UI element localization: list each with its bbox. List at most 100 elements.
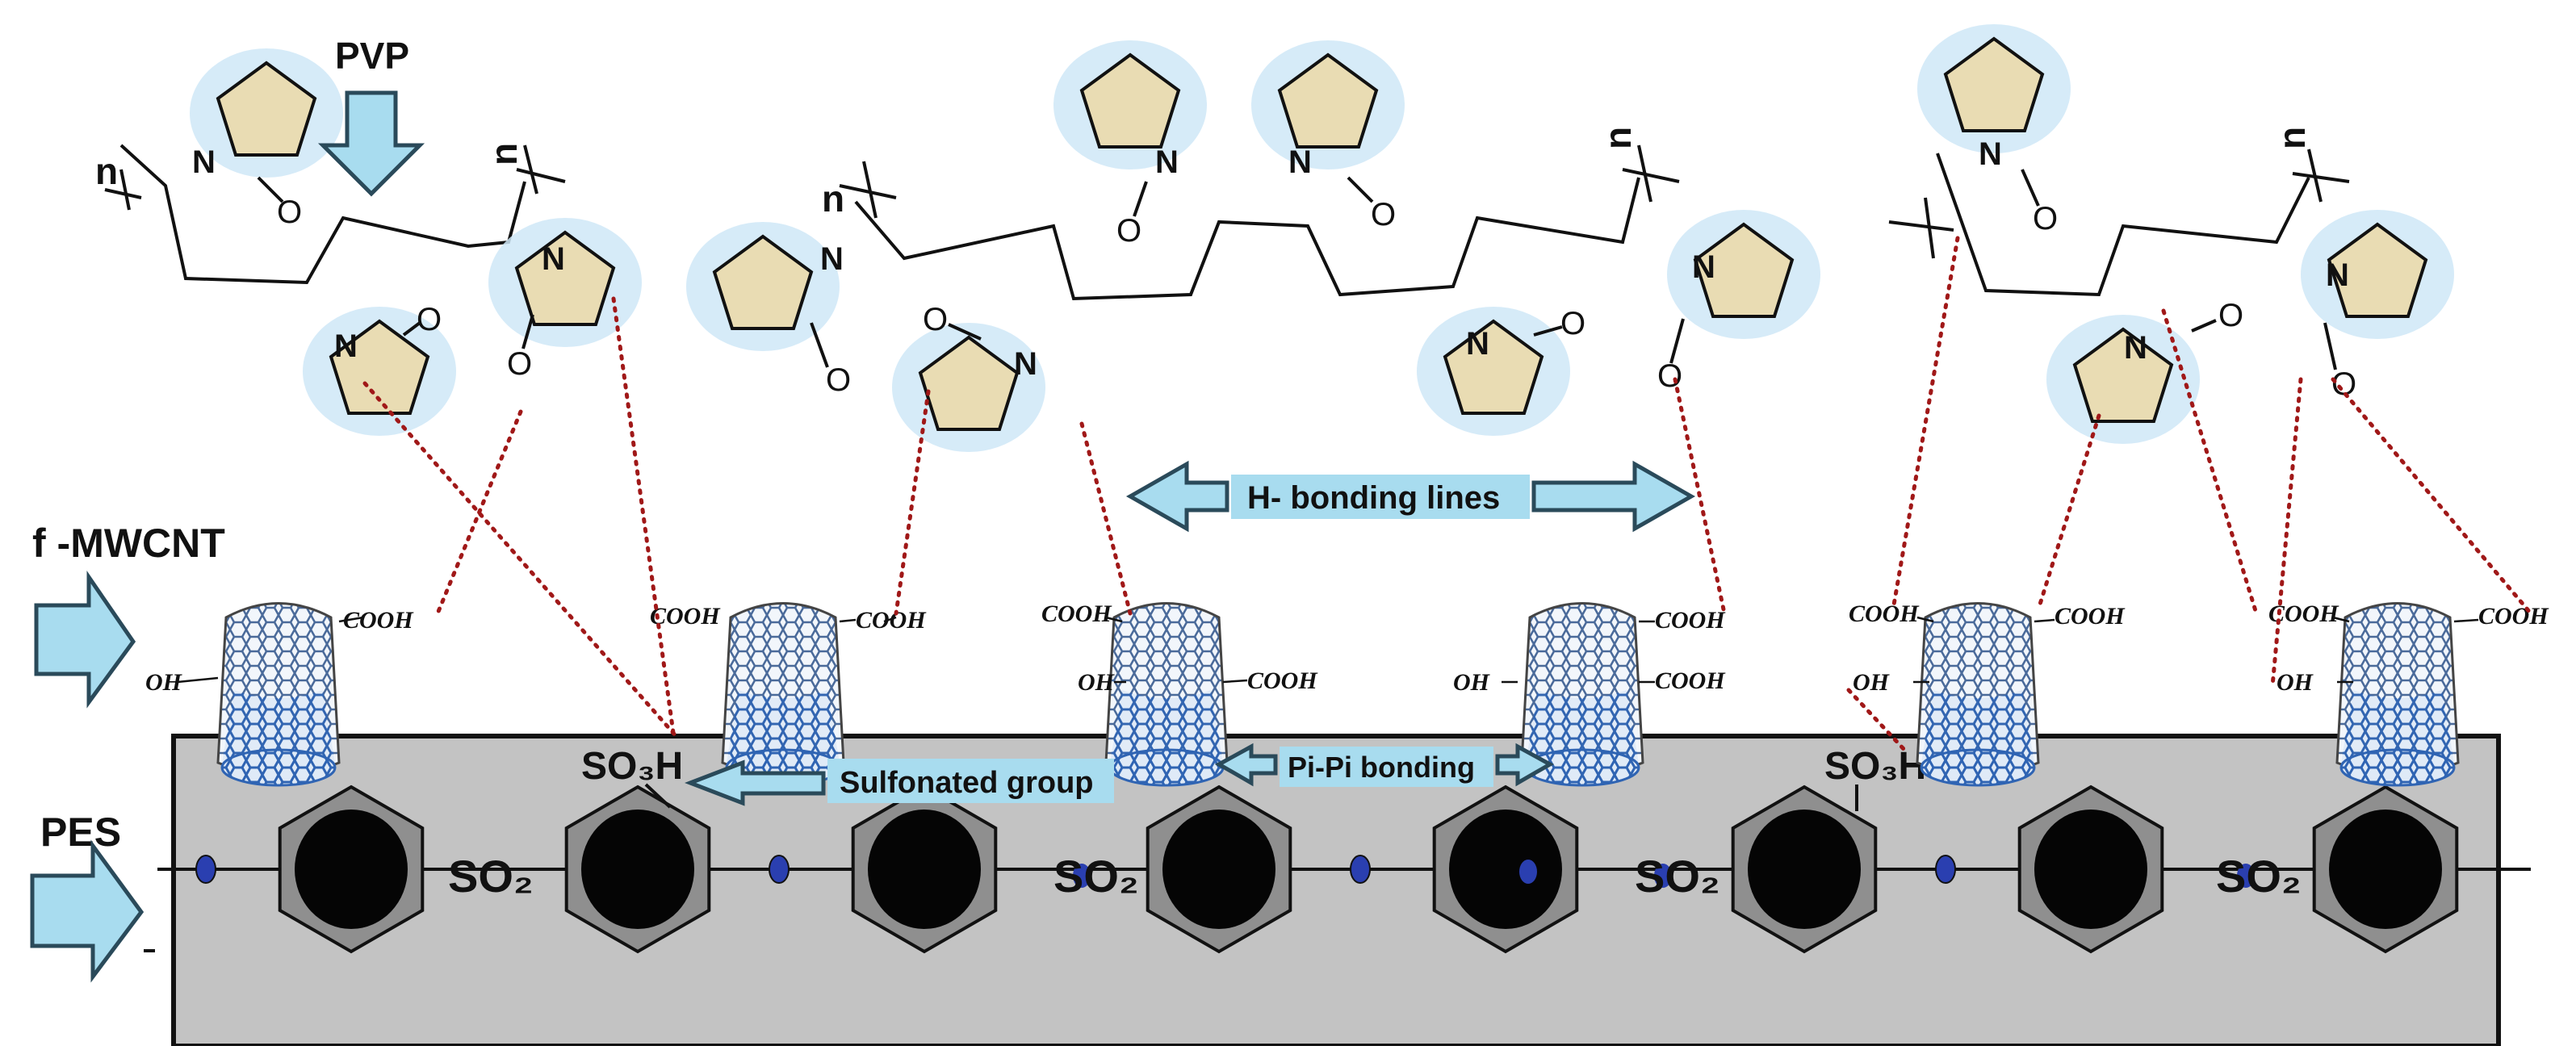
nitrogen-atom-label: N — [2124, 330, 2147, 366]
pes-benzene-ring — [851, 784, 998, 954]
pvp-pyrrolidone-ring — [2299, 208, 2456, 341]
nitrogen-atom-label: N — [1155, 144, 1179, 180]
oxygen-atom-label: O — [2331, 366, 2356, 402]
pes-benzene-ring — [278, 784, 425, 954]
oh-label: OH — [1853, 669, 1891, 696]
oxygen-atom-label: O — [277, 195, 302, 230]
pvp-pyrrolidone-ring — [1665, 208, 1822, 341]
cooh-label: COOH — [1655, 607, 1726, 634]
hbond-line — [1846, 688, 1908, 753]
cnt-tube-icon — [216, 602, 341, 787]
ether-oxygen-atom — [769, 855, 790, 884]
oxygen-atom-label: O — [1116, 213, 1141, 249]
sulfone-oxygen-atom — [1073, 864, 1091, 888]
so2-label-2: SO₂ — [1053, 851, 1139, 902]
so2-label-1: SO₂ — [448, 851, 534, 902]
pvp-n-label: n — [822, 178, 844, 220]
sulfone-oxygen-atom — [2237, 864, 2255, 888]
oxygen-atom-label: O — [417, 302, 442, 337]
hbond-line — [2331, 377, 2533, 616]
sulfonated-arrow-left-icon — [685, 759, 826, 806]
pvp-arrow-down-icon — [317, 90, 425, 197]
nitrogen-atom-label: N — [1014, 346, 1037, 382]
nitrogen-atom-label: N — [334, 328, 358, 364]
cnt-tube-icon — [1916, 602, 2040, 787]
sulfone-oxygen-atom — [1654, 864, 1672, 888]
pes-benzene-ring — [1432, 784, 1579, 954]
nitrogen-atom-label: N — [2326, 257, 2349, 293]
ether-oxygen-atom — [195, 855, 216, 884]
pvp-pyrrolidone-ring — [685, 220, 841, 353]
pvp-pyrrolidone-ring — [1052, 39, 1208, 171]
hbond-line — [362, 381, 681, 741]
so3h-label-2: SO₃H — [1824, 745, 1926, 788]
pes-arrow-right-icon — [30, 839, 145, 983]
nitrogen-atom-label: N — [1692, 249, 1715, 285]
hbond-line — [2036, 413, 2101, 612]
nitrogen-atom-label: N — [192, 144, 216, 180]
pvp-pyrrolidone-ring — [890, 321, 1047, 454]
pvp-pyrrolidone-ring — [1250, 39, 1406, 171]
hbond-label-box — [1231, 475, 1530, 519]
oxygen-atom-label: O — [2033, 201, 2058, 236]
pvp-pyrrolidone-ring — [1916, 23, 2072, 155]
pvp-n-label: n — [483, 143, 525, 165]
pvp-label: PVP — [335, 35, 409, 77]
hbond-line — [1079, 421, 1133, 616]
hbond-line — [894, 389, 931, 616]
pes-benzene-ring — [2017, 784, 2164, 954]
pvp-backbone-right — [1936, 153, 2310, 297]
ether-oxygen-atom — [1935, 855, 1956, 884]
cnt-tube-icon — [1104, 602, 1229, 787]
oxygen-atom-label: O — [1560, 306, 1585, 341]
cooh-label: COOH — [1247, 667, 1318, 694]
so2-label-3: SO₂ — [1635, 851, 1720, 902]
pipi-label-box — [1280, 747, 1493, 787]
hbond-label: H- bonding lines — [1247, 480, 1500, 516]
pes-benzene-ring — [2312, 784, 2459, 954]
hbond-double-arrow-icon — [1125, 460, 1696, 533]
sulfone-oxygen-atom — [1519, 860, 1537, 884]
so3h-label-1: SO₃H — [581, 745, 683, 788]
cooh-label: COOH — [1849, 600, 1920, 627]
cooh-label: COOH — [2478, 603, 2549, 630]
sulfonated-label-box — [827, 759, 1114, 803]
pvp-backbone-left — [119, 144, 526, 285]
mwcnt-arrow-right-icon — [34, 570, 136, 709]
pvp-n-label: n — [95, 150, 118, 192]
oh-label: OH — [145, 669, 183, 696]
pes-label: PES — [40, 810, 121, 855]
hbond-line — [1673, 377, 1726, 612]
oh-label: OH — [1078, 669, 1116, 696]
oxygen-atom-label: O — [507, 346, 532, 382]
pipi-double-arrow-icon — [1214, 743, 1555, 787]
pvp-n-label: n — [1597, 127, 1639, 149]
nitrogen-atom-label: N — [1288, 144, 1312, 180]
ether-oxygen-atom — [1350, 855, 1371, 884]
pes-benzene-ring — [1731, 784, 1878, 954]
cooh-label: COOH — [1041, 600, 1112, 627]
oxygen-atom-label: O — [1371, 197, 1396, 232]
oh-label: OH — [1453, 669, 1491, 696]
cooh-label: COOH — [650, 603, 721, 630]
nitrogen-atom-label: N — [1979, 136, 2002, 172]
pes-benzene-ring — [564, 784, 711, 954]
pvp-n-label: n — [2271, 127, 2313, 149]
mwcnt-label: f -MWCNT — [32, 521, 225, 566]
so3h-bond-1 — [644, 783, 672, 809]
pipi-label: Pi-Pi bonding — [1288, 751, 1475, 784]
hbond-line — [1891, 236, 1960, 612]
cooh-label: COOH — [1655, 667, 1726, 694]
nitrogen-atom-label: N — [542, 241, 565, 277]
nitrogen-atom-label: N — [820, 241, 844, 277]
nitrogen-atom-label: N — [1466, 326, 1489, 362]
cnt-tube-icon — [2335, 602, 2460, 787]
hbond-line — [2270, 377, 2303, 688]
oh-label: OH — [2277, 669, 2314, 696]
oxygen-atom-label: O — [2218, 298, 2243, 333]
hbond-line — [2161, 308, 2259, 616]
hbond-line — [434, 409, 523, 620]
hbond-line — [611, 296, 676, 741]
pvp-pyrrolidone-ring — [1415, 305, 1572, 437]
